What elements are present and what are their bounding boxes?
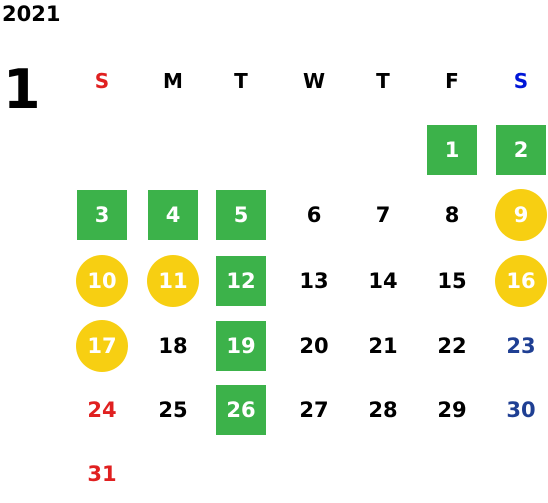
day-cell: 30 <box>506 398 536 422</box>
day-cell: 15 <box>437 269 467 293</box>
day-cell: 29 <box>437 398 467 422</box>
day-cell: 8 <box>444 203 460 227</box>
weekday-label: T <box>376 69 390 93</box>
day-cell: 22 <box>437 334 467 358</box>
day-cell-holiday: 11 <box>147 255 199 307</box>
day-cell: 25 <box>158 398 188 422</box>
day-cell: 24 <box>87 398 117 422</box>
weekday-label: T <box>234 69 248 93</box>
day-cell-highlighted: 26 <box>216 385 266 435</box>
day-cell: 28 <box>368 398 398 422</box>
weekday-label: S <box>94 69 110 93</box>
day-cell-highlighted: 4 <box>148 190 198 240</box>
weekday-label: W <box>302 69 326 93</box>
year-label: 2021 <box>2 2 61 26</box>
day-cell: 27 <box>299 398 329 422</box>
weekday-label: M <box>163 69 183 93</box>
day-cell-holiday: 16 <box>495 255 547 307</box>
day-cell: 23 <box>506 334 536 358</box>
day-cell: 7 <box>375 203 391 227</box>
day-cell: 21 <box>368 334 398 358</box>
day-cell-holiday: 10 <box>76 255 128 307</box>
day-cell-highlighted: 19 <box>216 321 266 371</box>
day-cell-highlighted: 12 <box>216 256 266 306</box>
day-cell: 14 <box>368 269 398 293</box>
day-cell-highlighted: 3 <box>77 190 127 240</box>
weekday-label: S <box>513 69 529 93</box>
day-cell-highlighted: 1 <box>427 125 477 175</box>
day-cell-holiday: 9 <box>495 189 547 241</box>
day-cell-highlighted: 5 <box>216 190 266 240</box>
day-cell-highlighted: 2 <box>496 125 546 175</box>
month-number: 1 <box>3 58 41 121</box>
day-cell-holiday: 17 <box>76 320 128 372</box>
day-cell: 20 <box>299 334 329 358</box>
day-cell: 6 <box>306 203 322 227</box>
day-cell: 31 <box>87 462 117 486</box>
day-cell: 13 <box>299 269 329 293</box>
weekday-label: F <box>445 69 459 93</box>
day-cell: 18 <box>158 334 188 358</box>
